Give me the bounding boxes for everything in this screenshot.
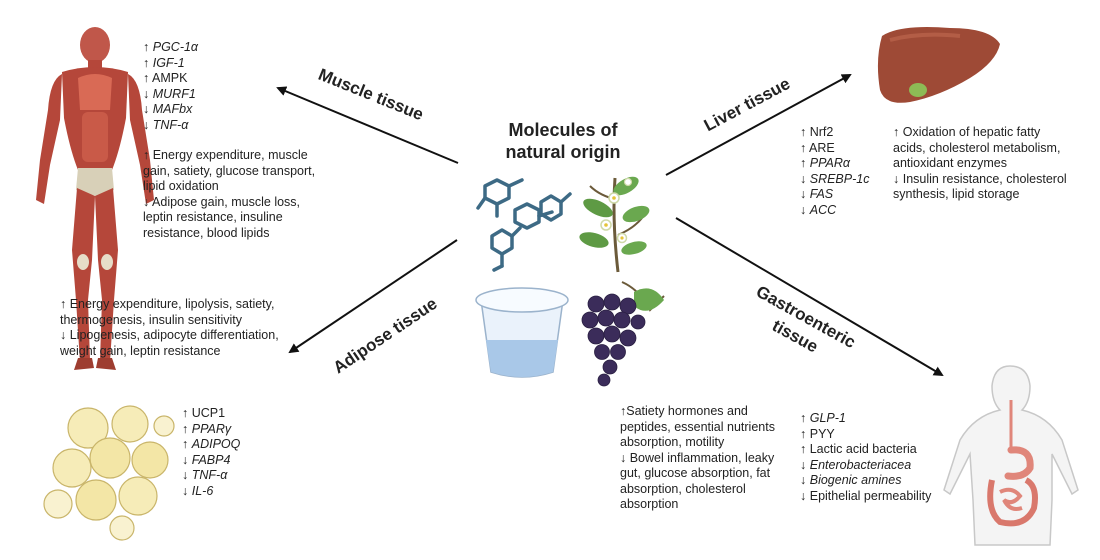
marker-item: ↓ Epithelial permeability bbox=[800, 488, 932, 503]
marker-item: ↓ FAS bbox=[800, 187, 834, 201]
liver-effects-up: ↑ Oxidation of hepatic fatty acids, chol… bbox=[893, 125, 1061, 170]
marker-item: ↑ PGC-1α bbox=[143, 40, 199, 54]
muscle-effects: ↑ Energy expenditure, muscle gain, satie… bbox=[143, 148, 333, 241]
liver-icon bbox=[877, 27, 1000, 103]
liver-effects: ↑ Oxidation of hepatic fatty acids, chol… bbox=[893, 125, 1068, 203]
center-title-line1: Molecules of bbox=[508, 120, 618, 140]
gastro-markers: ↑ GLP-1 ↑ PYY ↑ Lactic acid bacteria ↓ E… bbox=[800, 411, 931, 504]
marker-item: ↑ IGF-1 bbox=[143, 55, 185, 70]
gastro-effects-down: ↓ Bowel inflammation, leaky gut, glucose… bbox=[620, 450, 775, 512]
marker-item: ↓ FABP4 bbox=[182, 452, 231, 467]
yogurt-cup-icon bbox=[475, 287, 569, 378]
marker-item: ↓ IL-6 bbox=[182, 483, 214, 498]
marker-item: ↓ Biogenic amines bbox=[800, 473, 902, 487]
center-title-line2: natural origin bbox=[505, 142, 621, 162]
adipose-effects-up: ↑ Energy expenditure, lipolysis, satiety… bbox=[60, 297, 275, 327]
marker-item: ↑ GLP-1 bbox=[800, 411, 846, 425]
arrow-to-gastro bbox=[675, 217, 944, 377]
gastro-effects: ↑Satiety hormones and peptides, essentia… bbox=[620, 404, 778, 513]
marker-item: ↓ TNF-α bbox=[143, 117, 189, 132]
marker-item: ↑ AMPK bbox=[143, 71, 188, 85]
marker-item: ↓ ACC bbox=[800, 202, 837, 217]
muscle-effects-up: ↑ Energy expenditure, muscle gain, satie… bbox=[143, 148, 316, 193]
adipocytes-icon bbox=[43, 405, 175, 541]
liver-markers: ↑ Nrf2 ↑ ARE ↑ PPARα ↓ SREBP-1c ↓ FAS ↓ … bbox=[800, 125, 869, 218]
gastro-effects-up: ↑Satiety hormones and peptides, essentia… bbox=[620, 404, 775, 449]
muscle-body-icon bbox=[36, 27, 154, 370]
arrow-to-liver bbox=[665, 74, 852, 176]
marker-item: ↓ SREBP-1c bbox=[800, 171, 870, 186]
marker-item: ↑ ADIPOQ bbox=[182, 437, 241, 451]
center-title: Molecules of natural origin bbox=[478, 119, 648, 163]
liver-effects-down: ↓ Insulin resistance, cholesterol synthe… bbox=[893, 171, 1067, 202]
adipose-markers: ↑ UCP1 ↑ PPARγ ↑ ADIPOQ ↓ FABP4 ↓ TNF-α … bbox=[182, 406, 240, 499]
marker-item: ↑ PPARα bbox=[800, 156, 850, 170]
marker-item: ↑ Lactic acid bacteria bbox=[800, 442, 917, 456]
muscle-effects-down: ↓ Adipose gain, muscle loss, leptin resi… bbox=[143, 194, 301, 240]
marker-item: ↓ MURF1 bbox=[143, 86, 196, 101]
tea-plant-icon bbox=[579, 176, 650, 273]
muscle-markers: ↑ PGC-1α ↑ IGF-1 ↑ AMPK ↓ MURF1 ↓ MAFbx … bbox=[143, 40, 198, 133]
adipose-effects-down: ↓ Lipogenesis, adipocyte differentiation… bbox=[60, 328, 279, 358]
marker-item: ↓ Enterobacteriacea bbox=[800, 457, 912, 472]
adipose-effects: ↑ Energy expenditure, lipolysis, satiety… bbox=[60, 297, 285, 359]
grapes-icon bbox=[581, 281, 665, 387]
marker-item: ↓ MAFbx bbox=[143, 102, 193, 116]
molecule-icon bbox=[476, 178, 572, 272]
marker-item: ↑ PPARγ bbox=[182, 421, 232, 436]
marker-item: ↑ PYY bbox=[800, 426, 835, 441]
arrow-to-adipose bbox=[288, 239, 458, 354]
marker-item: ↓ TNF-α bbox=[182, 468, 228, 482]
marker-item: ↑ Nrf2 bbox=[800, 125, 834, 139]
marker-item: ↑ UCP1 bbox=[182, 406, 226, 420]
arrow-to-muscle bbox=[276, 86, 459, 164]
marker-item: ↑ ARE bbox=[800, 140, 835, 155]
digestive-system-icon bbox=[943, 365, 1079, 546]
